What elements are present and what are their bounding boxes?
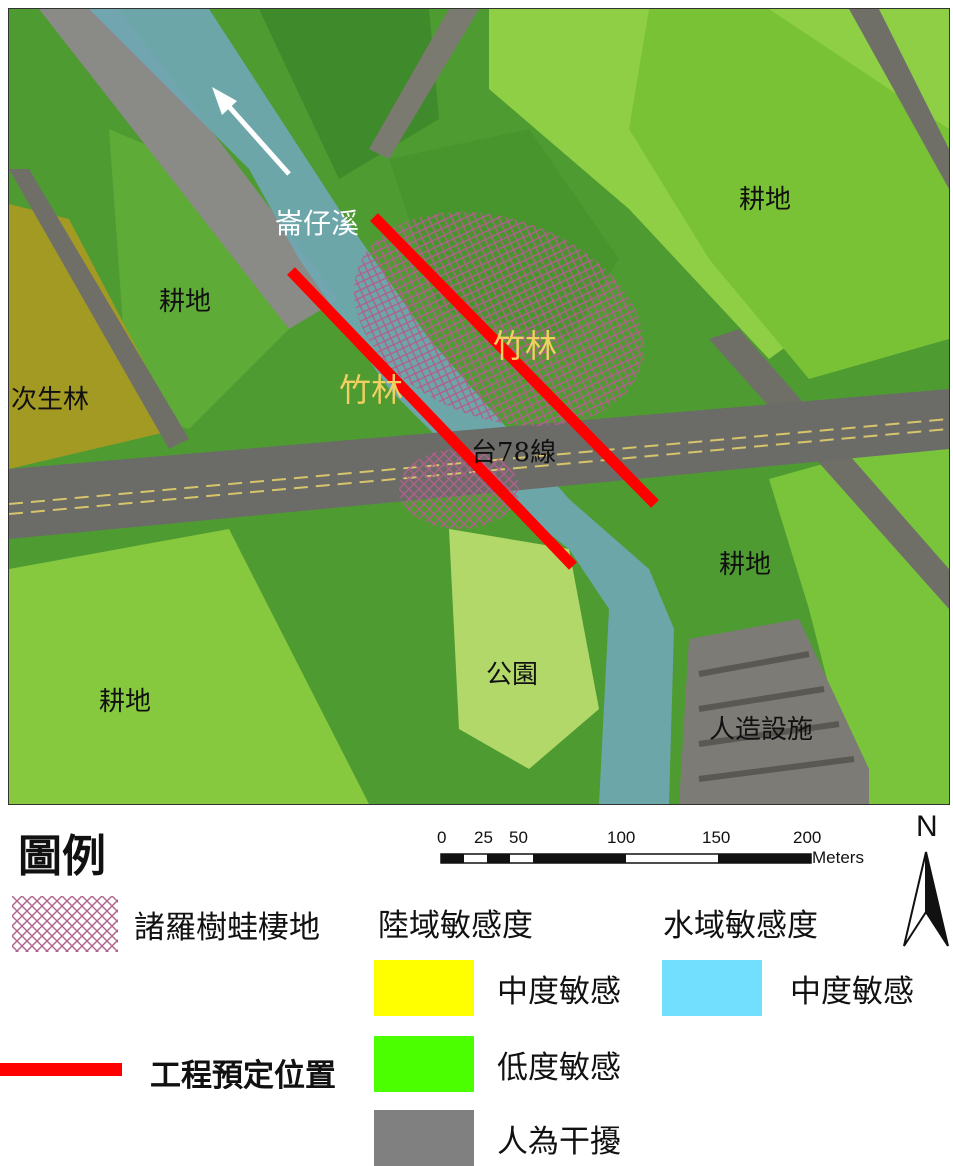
park-area <box>449 529 599 769</box>
land-low-swatch <box>374 1036 474 1092</box>
legend-panel: 圖例 0 25 50 100 150 200 Meters N 諸羅樹蛙棲地 <box>0 806 953 1166</box>
farm-label-left: 耕地 <box>159 287 212 317</box>
farm-label-topright: 耕地 <box>739 185 792 215</box>
creek-area <box>89 9 674 804</box>
scale-tick-100: 100 <box>607 828 636 847</box>
field-bottomleft <box>9 529 369 804</box>
facility-label: 人造設施 <box>709 715 814 745</box>
frog-habitat-zone-2 <box>399 449 519 529</box>
scale-tick-25: 25 <box>474 828 493 847</box>
bamboo-label-2: 竹林 <box>339 371 404 409</box>
frog-habitat-label: 諸羅樹蛙棲地 <box>134 910 320 946</box>
project-location-label: 工程預定位置 <box>150 1058 336 1094</box>
map-canvas <box>9 9 949 804</box>
bamboo-label-1: 竹林 <box>493 327 558 365</box>
project-line-1 <box>287 267 577 570</box>
embankment-road <box>39 9 339 329</box>
land-low-label: 低度敏感 <box>497 1050 621 1086</box>
secondary-forest-label: 次生林 <box>11 385 90 415</box>
water-sensitivity-heading: 水域敏感度 <box>663 908 818 944</box>
flow-arrow <box>222 99 291 176</box>
map-panel: 崙仔溪 竹林 竹林 台78線 耕地 耕地 耕地 耕地 次生林 公園 人造設施 <box>8 8 950 805</box>
creek-label: 崙仔溪 <box>275 207 360 240</box>
land-medium-swatch <box>374 960 474 1016</box>
facility-area <box>679 619 869 804</box>
frog-habitat-swatch <box>12 896 118 952</box>
land-medium-label: 中度敏感 <box>497 974 621 1010</box>
farm-label-bottomleft: 耕地 <box>99 687 152 717</box>
scale-bar-graphic <box>440 853 812 864</box>
project-line-2 <box>370 213 659 508</box>
legend-title: 圖例 <box>18 831 106 882</box>
scale-tick-0: 0 <box>437 828 447 847</box>
north-label: N <box>916 810 938 843</box>
north-arrow-icon <box>903 851 949 947</box>
scale-tick-200: 200 <box>793 828 822 847</box>
human-disturbance-label: 人為干擾 <box>497 1124 621 1160</box>
land-sensitivity-heading: 陸域敏感度 <box>378 908 533 944</box>
road-label: 台78線 <box>471 438 557 468</box>
water-medium-swatch <box>662 960 762 1016</box>
project-line-swatch <box>0 1063 122 1076</box>
human-disturbance-swatch <box>374 1110 474 1166</box>
park-label: 公園 <box>486 660 539 690</box>
scale-unit: Meters <box>812 848 864 867</box>
secondary-forest-area <box>9 204 179 469</box>
water-medium-label: 中度敏感 <box>790 974 914 1010</box>
farm-label-right: 耕地 <box>719 550 772 580</box>
scale-tick-50: 50 <box>509 828 528 847</box>
scale-tick-150: 150 <box>702 828 731 847</box>
